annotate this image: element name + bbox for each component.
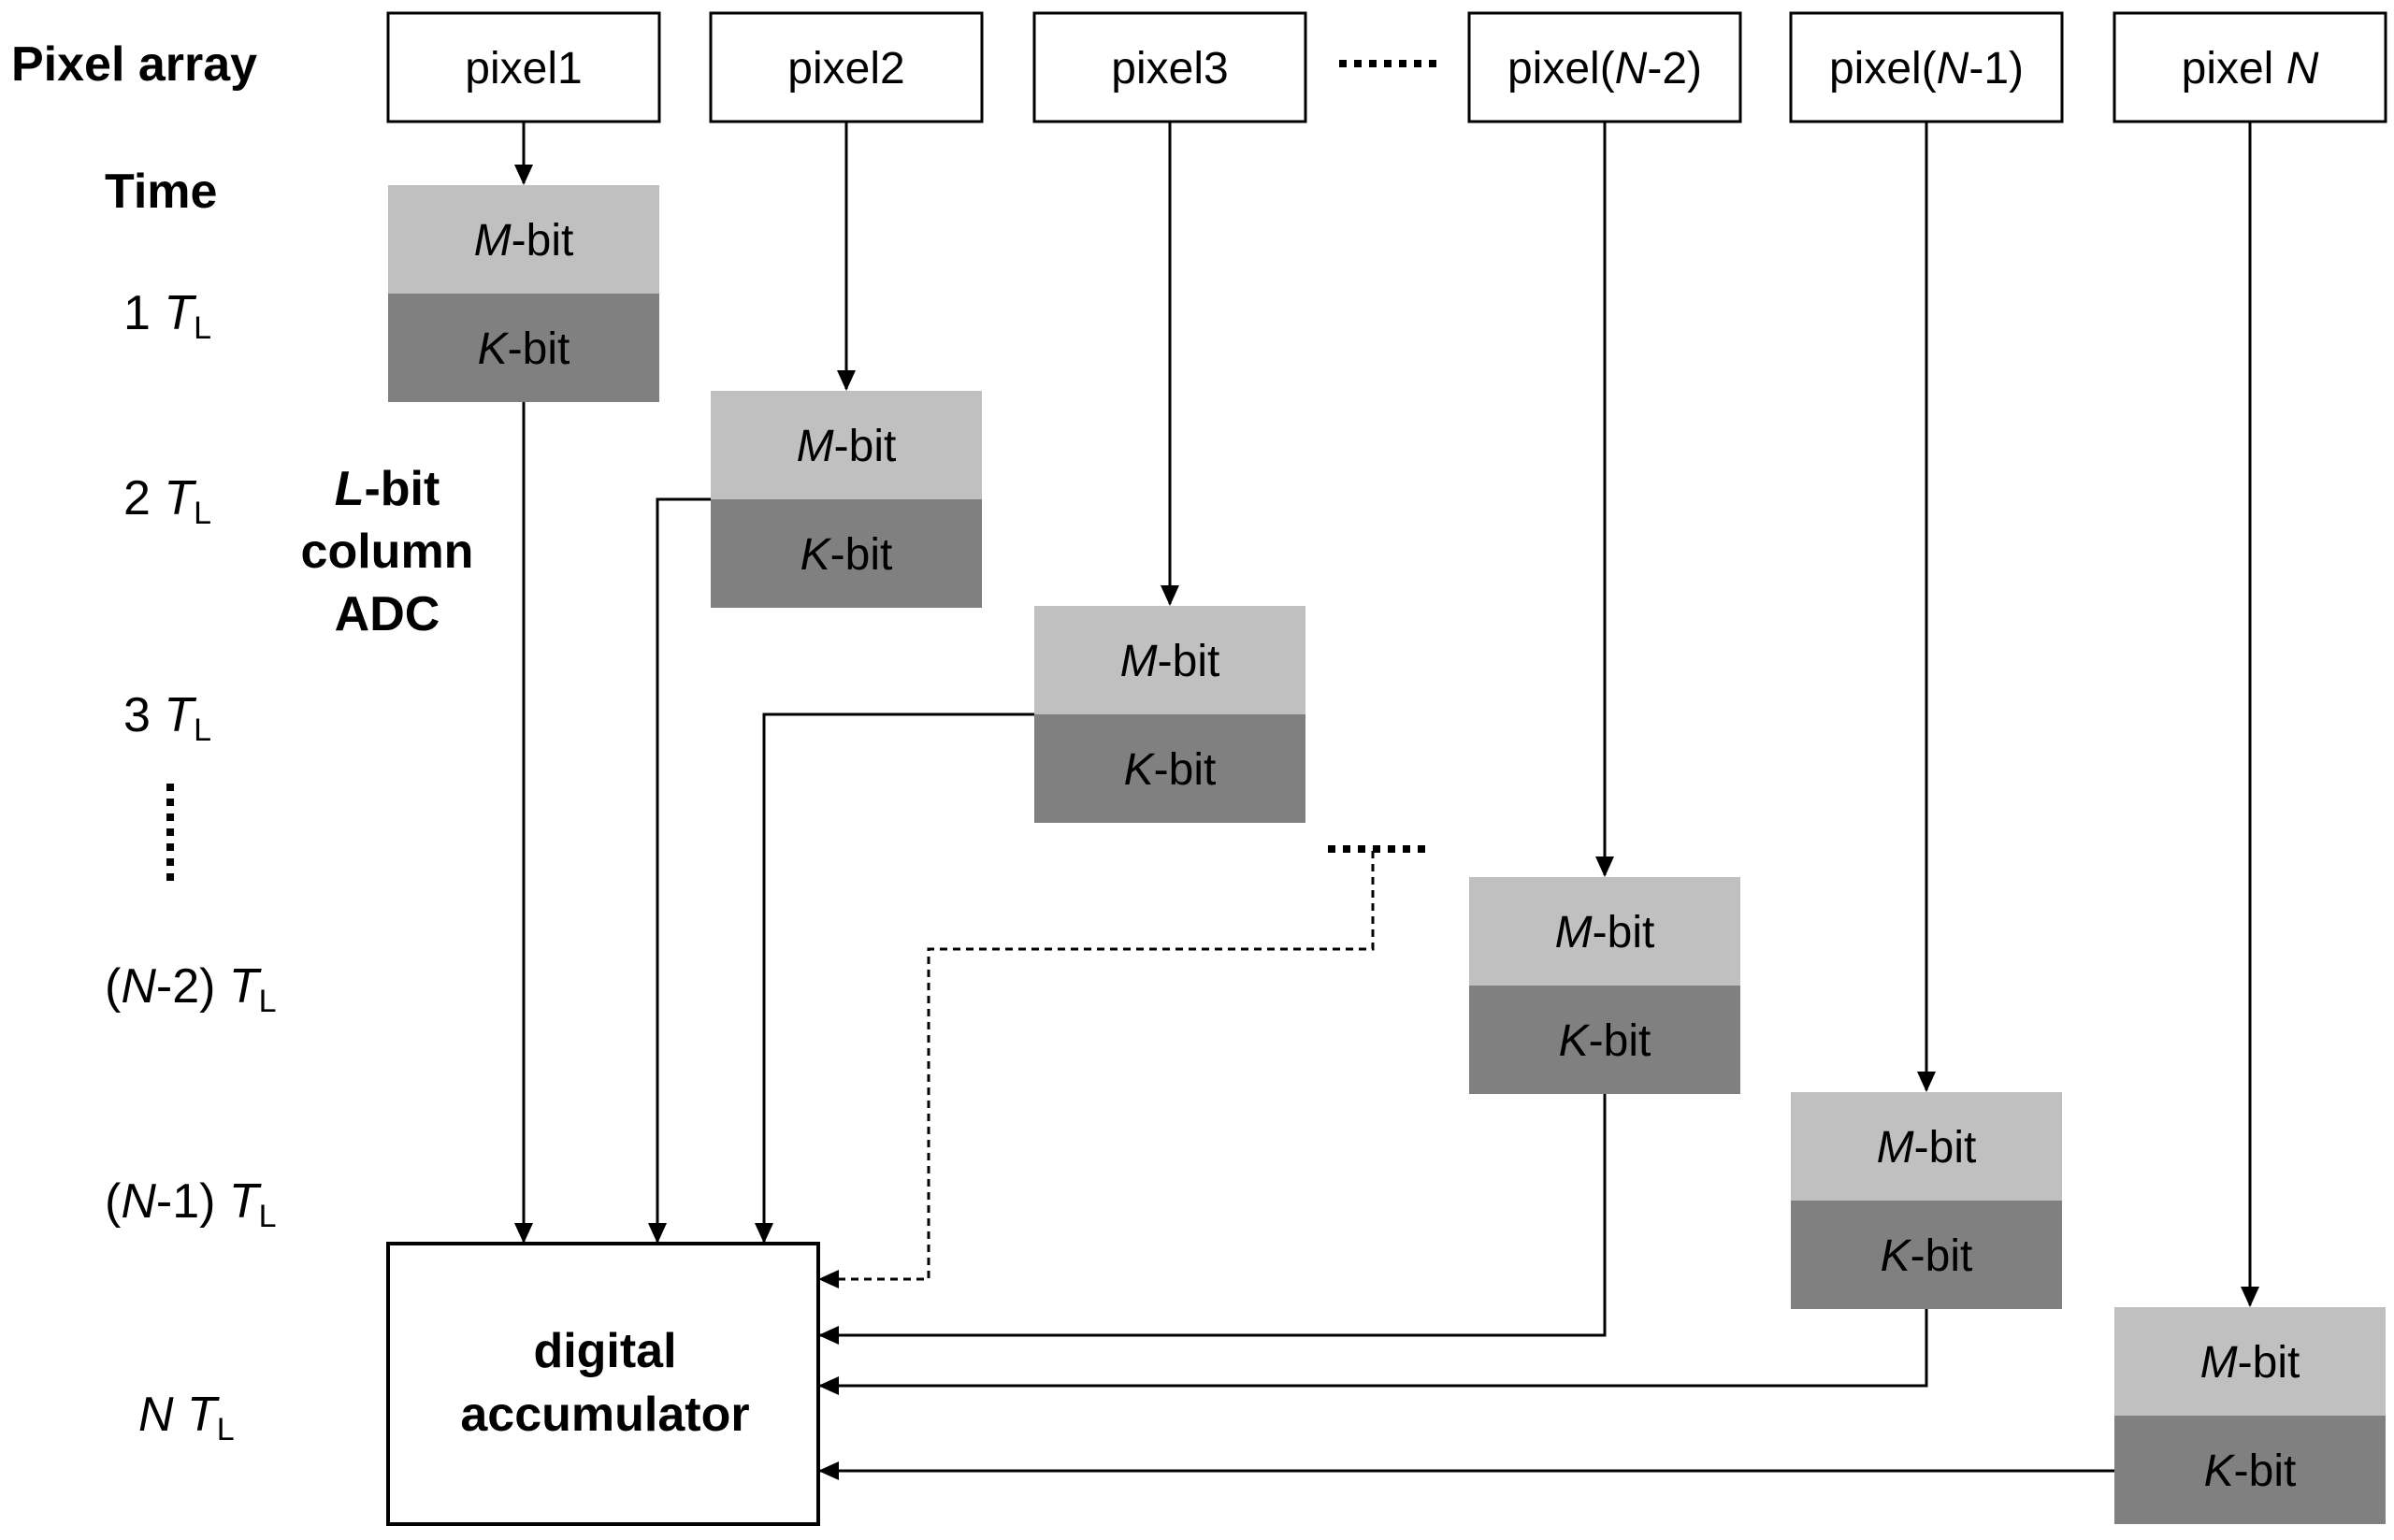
accumulator-label-line2: accumulator xyxy=(460,1388,749,1442)
pixel-box-2: pixel2 xyxy=(709,11,984,123)
time-row-label-1: 1 TL xyxy=(123,286,211,346)
adc3-to-acc-arrow xyxy=(755,1223,773,1244)
pixel-label: pixel3 xyxy=(1111,44,1228,94)
pixel-box-6: pixel N xyxy=(2113,11,2387,123)
time-row-label-4: (N-2) TL xyxy=(105,959,277,1019)
pixel-label: pixel2 xyxy=(787,44,904,94)
time-row-label-6: N TL xyxy=(138,1388,235,1447)
m-bit-segment xyxy=(711,391,982,499)
pixel-to-adc-arrow-2 xyxy=(837,370,856,391)
pixel-box-5: pixel(N-1) xyxy=(1789,11,2064,123)
k-bit-label: K-bit xyxy=(478,324,570,374)
ellipsis-to-acc-line xyxy=(820,851,1375,1281)
k-bit-label: K-bit xyxy=(2204,1446,2297,1496)
pixel-box-1: pixel1 xyxy=(386,11,661,123)
adc2-to-acc-arrow xyxy=(648,1223,667,1244)
k-bit-label: K-bit xyxy=(1881,1231,1973,1281)
k-bit-segment xyxy=(1791,1201,2062,1309)
adc3-to-acc-line xyxy=(762,712,1034,1242)
adc-segments: pixel1 pixel2 pixel3 pixel(N-2) pixel(N-1) pi… xyxy=(386,11,2387,1526)
pixel-label: pixel(N-1) xyxy=(1829,44,2024,94)
pixel-box-4: pixel(N-2) xyxy=(1467,11,1742,123)
k-bit-label: K-bit xyxy=(1124,745,1217,795)
k-bit-segment xyxy=(711,499,982,608)
connector-lines xyxy=(166,60,2259,1480)
adc1-to-acc-arrow xyxy=(514,1223,533,1244)
pixel-label: pixel(N-2) xyxy=(1507,44,1702,94)
m-bit-segment xyxy=(2114,1307,2386,1416)
time-row-label-3: 3 TL xyxy=(123,688,211,748)
digital-accumulator: digital accumulator xyxy=(386,1242,820,1526)
m-bit-segment xyxy=(1469,877,1740,986)
time-row-label-2: 2 TL xyxy=(123,471,211,531)
accumulator-label-line1: digital xyxy=(533,1324,676,1378)
pixel-label: pixel N xyxy=(2182,44,2319,94)
pixel-to-adc-arrow-3 xyxy=(1161,585,1179,606)
m-bit-label: M-bit xyxy=(2200,1338,2300,1388)
k-bit-label: K-bit xyxy=(1559,1016,1651,1066)
m-bit-label: M-bit xyxy=(1555,908,1655,957)
m-bit-segment xyxy=(1034,606,1305,714)
ellipsis-to-acc-arrow xyxy=(818,1270,839,1288)
k-bit-segment xyxy=(388,294,659,402)
adc2-to-acc-line xyxy=(656,497,711,1242)
pixel-to-adc-arrow-1 xyxy=(514,165,533,185)
time-row-label-5: (N-1) TL xyxy=(105,1174,277,1234)
m-bit-segment xyxy=(388,185,659,294)
adc-label-line3: ADC xyxy=(335,587,440,641)
adcN1-to-acc-arrow xyxy=(818,1376,839,1395)
k-bit-label: K-bit xyxy=(800,530,893,580)
pixel-to-adc-arrow-5 xyxy=(1917,1072,1936,1092)
adcN-to-acc-arrow xyxy=(818,1461,839,1480)
adcN2-to-acc-line xyxy=(820,1094,1607,1337)
time-label: Time xyxy=(105,165,217,219)
adcN1-to-acc-line xyxy=(820,1309,1928,1388)
m-bit-label: M-bit xyxy=(797,422,897,471)
m-bit-label: M-bit xyxy=(1877,1123,1977,1173)
pixel-label: pixel1 xyxy=(465,44,582,94)
pixel-to-adc-arrow-4 xyxy=(1595,856,1614,877)
m-bit-segment xyxy=(1791,1092,2062,1201)
pixel-box-3: pixel3 xyxy=(1032,11,1307,123)
adc-label-line1: L-bit xyxy=(335,462,440,516)
pixel-to-adc-arrow-6 xyxy=(2241,1287,2259,1307)
adcN2-to-acc-arrow xyxy=(818,1326,839,1345)
k-bit-segment xyxy=(2114,1416,2386,1524)
m-bit-label: M-bit xyxy=(1120,637,1220,686)
adc-label-line2: column xyxy=(301,525,474,579)
k-bit-segment xyxy=(1034,714,1305,823)
m-bit-label: M-bit xyxy=(474,216,574,266)
k-bit-segment xyxy=(1469,986,1740,1094)
pixel-array-label: Pixel array xyxy=(11,37,257,92)
